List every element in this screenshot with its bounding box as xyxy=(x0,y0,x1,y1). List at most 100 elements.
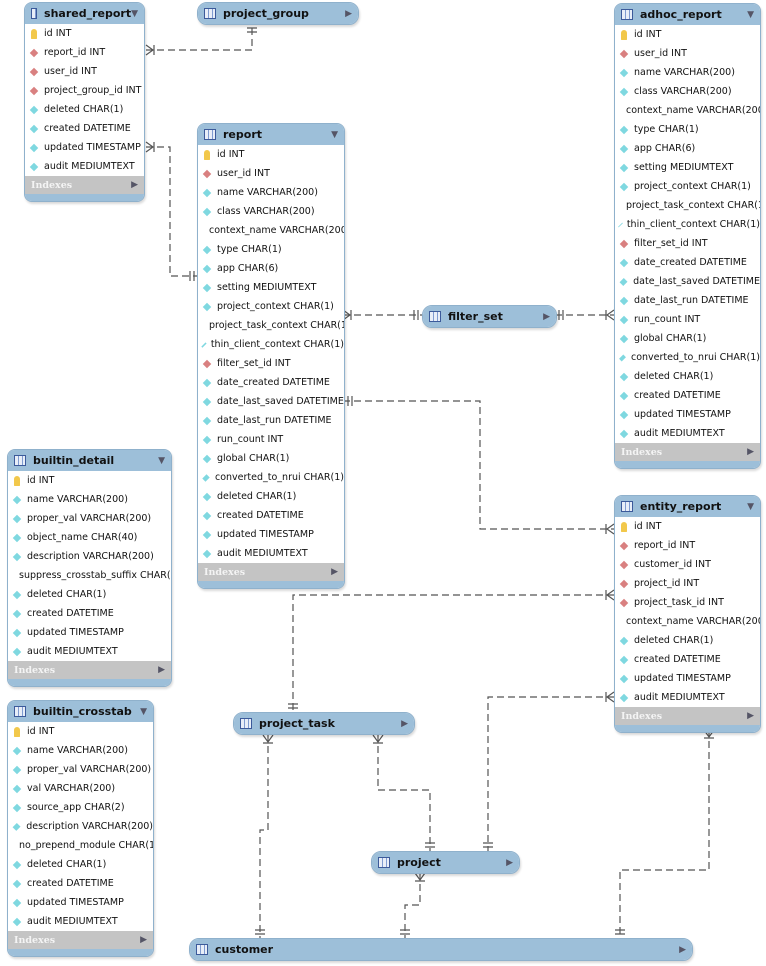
column-row[interactable]: audit MEDIUMTEXT xyxy=(615,688,760,707)
collapse-arrow-icon[interactable]: ▼ xyxy=(158,455,165,466)
column-row[interactable]: audit MEDIUMTEXT xyxy=(198,544,344,563)
column-row[interactable]: app CHAR(6) xyxy=(198,259,344,278)
column-row[interactable]: audit MEDIUMTEXT xyxy=(615,424,760,443)
column-row[interactable]: object_name CHAR(40) xyxy=(8,528,171,547)
expand-arrow-icon[interactable]: ▶ xyxy=(747,447,754,457)
column-row[interactable]: customer_id INT xyxy=(615,555,760,574)
column-row[interactable]: deleted CHAR(1) xyxy=(615,367,760,386)
indexes-section[interactable]: Indexes▶ xyxy=(615,707,760,725)
column-row[interactable]: date_created DATETIME xyxy=(198,373,344,392)
table-project[interactable]: project▶ xyxy=(371,851,520,874)
column-row[interactable]: audit MEDIUMTEXT xyxy=(8,642,171,661)
column-row[interactable]: project_group_id INT xyxy=(25,81,144,100)
column-row[interactable]: id INT xyxy=(615,25,760,44)
column-row[interactable]: source_app CHAR(2) xyxy=(8,798,153,817)
indexes-section[interactable]: Indexes▶ xyxy=(8,661,171,679)
column-row[interactable]: run_count INT xyxy=(198,430,344,449)
column-row[interactable]: class VARCHAR(200) xyxy=(198,202,344,221)
column-row[interactable]: updated TIMESTAMP xyxy=(615,405,760,424)
column-row[interactable]: filter_set_id INT xyxy=(615,234,760,253)
column-row[interactable]: deleted CHAR(1) xyxy=(25,100,144,119)
expand-arrow-icon[interactable]: ▶ xyxy=(679,944,686,955)
column-row[interactable]: date_last_saved DATETIME xyxy=(198,392,344,411)
column-row[interactable]: global CHAR(1) xyxy=(198,449,344,468)
column-row[interactable]: user_id INT xyxy=(615,44,760,63)
table-header[interactable]: project▶ xyxy=(372,852,519,873)
table-header[interactable]: builtin_detail▼ xyxy=(8,450,171,471)
column-row[interactable]: project_context CHAR(1) xyxy=(615,177,760,196)
column-row[interactable]: description VARCHAR(200) xyxy=(8,547,171,566)
column-row[interactable]: deleted CHAR(1) xyxy=(8,855,153,874)
column-row[interactable]: name VARCHAR(200) xyxy=(615,63,760,82)
column-row[interactable]: setting MEDIUMTEXT xyxy=(198,278,344,297)
expand-arrow-icon[interactable]: ▶ xyxy=(543,311,550,322)
column-row[interactable]: user_id INT xyxy=(198,164,344,183)
column-row[interactable]: global CHAR(1) xyxy=(615,329,760,348)
column-row[interactable]: id INT xyxy=(25,24,144,43)
column-row[interactable]: proper_val VARCHAR(200) xyxy=(8,509,171,528)
column-row[interactable]: proper_val VARCHAR(200) xyxy=(8,760,153,779)
table-header[interactable]: report▼ xyxy=(198,124,344,145)
expand-arrow-icon[interactable]: ▶ xyxy=(401,718,408,729)
column-row[interactable]: id INT xyxy=(198,145,344,164)
column-row[interactable]: id INT xyxy=(8,722,153,741)
table-header[interactable]: adhoc_report▼ xyxy=(615,4,760,25)
column-row[interactable]: date_last_saved DATETIME xyxy=(615,272,760,291)
column-row[interactable]: updated TIMESTAMP xyxy=(25,138,144,157)
column-row[interactable]: created DATETIME xyxy=(615,386,760,405)
column-row[interactable]: updated TIMESTAMP xyxy=(8,893,153,912)
column-row[interactable]: project_task_context CHAR(1) xyxy=(198,316,344,335)
indexes-section[interactable]: Indexes▶ xyxy=(8,931,153,949)
column-row[interactable]: suppress_crosstab_suffix CHAR(1) xyxy=(8,566,171,585)
collapse-arrow-icon[interactable]: ▼ xyxy=(140,706,147,717)
column-row[interactable]: report_id INT xyxy=(615,536,760,555)
collapse-arrow-icon[interactable]: ▼ xyxy=(747,501,754,512)
expand-arrow-icon[interactable]: ▶ xyxy=(158,665,165,675)
table-header[interactable]: entity_report▼ xyxy=(615,496,760,517)
table-header[interactable]: shared_report▼ xyxy=(25,3,144,24)
column-row[interactable]: context_name VARCHAR(200) xyxy=(198,221,344,240)
expand-arrow-icon[interactable]: ▶ xyxy=(140,935,147,945)
column-row[interactable]: setting MEDIUMTEXT xyxy=(615,158,760,177)
column-row[interactable]: created DATETIME xyxy=(25,119,144,138)
table-filter-set[interactable]: filter_set▶ xyxy=(422,305,557,328)
column-row[interactable]: id INT xyxy=(8,471,171,490)
column-row[interactable]: deleted CHAR(1) xyxy=(8,585,171,604)
table-header[interactable]: builtin_crosstab▼ xyxy=(8,701,153,722)
expand-arrow-icon[interactable]: ▶ xyxy=(506,857,513,868)
column-row[interactable]: audit MEDIUMTEXT xyxy=(25,157,144,176)
table-customer[interactable]: customer▶ xyxy=(189,938,693,961)
column-row[interactable]: app CHAR(6) xyxy=(615,139,760,158)
column-row[interactable]: created DATETIME xyxy=(8,604,171,623)
column-row[interactable]: project_id INT xyxy=(615,574,760,593)
column-row[interactable]: converted_to_nrui CHAR(1) xyxy=(198,468,344,487)
table-header[interactable]: project_task▶ xyxy=(234,713,414,734)
column-row[interactable]: deleted CHAR(1) xyxy=(198,487,344,506)
column-row[interactable]: name VARCHAR(200) xyxy=(198,183,344,202)
column-row[interactable]: project_task_context CHAR(1) xyxy=(615,196,760,215)
column-row[interactable]: description VARCHAR(200) xyxy=(8,817,153,836)
column-row[interactable]: context_name VARCHAR(200) xyxy=(615,612,760,631)
expand-arrow-icon[interactable]: ▶ xyxy=(331,567,338,577)
collapse-arrow-icon[interactable]: ▼ xyxy=(747,9,754,20)
column-row[interactable]: context_name VARCHAR(200) xyxy=(615,101,760,120)
table-header[interactable]: customer▶ xyxy=(190,939,692,960)
column-row[interactable]: date_last_run DATETIME xyxy=(198,411,344,430)
table-header[interactable]: project_group▶ xyxy=(198,3,358,24)
column-row[interactable]: run_count INT xyxy=(615,310,760,329)
table-project-task[interactable]: project_task▶ xyxy=(233,712,415,735)
column-row[interactable]: audit MEDIUMTEXT xyxy=(8,912,153,931)
column-row[interactable]: created DATETIME xyxy=(198,506,344,525)
collapse-arrow-icon[interactable]: ▼ xyxy=(331,129,338,140)
indexes-section[interactable]: Indexes▶ xyxy=(198,563,344,581)
column-row[interactable]: date_last_run DATETIME xyxy=(615,291,760,310)
table-project-group[interactable]: project_group▶ xyxy=(197,2,359,25)
column-row[interactable]: deleted CHAR(1) xyxy=(615,631,760,650)
column-row[interactable]: updated TIMESTAMP xyxy=(198,525,344,544)
column-row[interactable]: thin_client_context CHAR(1) xyxy=(615,215,760,234)
column-row[interactable]: created DATETIME xyxy=(8,874,153,893)
